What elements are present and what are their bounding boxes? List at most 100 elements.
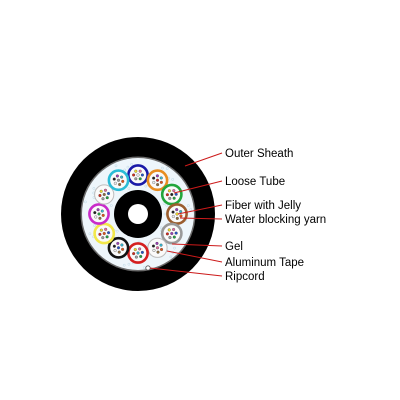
fiber xyxy=(139,254,143,258)
fiber xyxy=(175,212,179,216)
callout-leader-lines xyxy=(149,152,223,277)
fiber xyxy=(113,249,117,253)
fiber xyxy=(100,209,104,213)
gel-dot xyxy=(162,202,166,205)
fiber xyxy=(101,213,105,217)
label-outer-sheath: Outer Sheath xyxy=(225,148,293,160)
fiber xyxy=(155,174,159,178)
fiber xyxy=(174,231,178,235)
fiber xyxy=(171,210,175,214)
fiber xyxy=(170,231,174,235)
gel-dot xyxy=(123,168,127,172)
fiber xyxy=(140,173,144,177)
fiber xyxy=(155,178,159,182)
leader-line-fiber-with-jelly xyxy=(177,204,223,215)
loose-tube xyxy=(166,203,188,225)
fiber xyxy=(179,210,183,214)
fiber xyxy=(120,175,124,179)
cable-cross-section xyxy=(61,137,215,291)
fiber xyxy=(179,214,183,218)
fiber xyxy=(112,177,116,181)
fiber xyxy=(102,192,106,196)
loose-tube xyxy=(107,236,130,259)
fiber xyxy=(117,246,121,250)
gel-dot xyxy=(173,246,176,250)
fiber xyxy=(151,244,155,248)
loose-tube xyxy=(160,183,183,206)
gel-dot xyxy=(144,184,148,188)
fiber xyxy=(101,197,105,201)
fiber xyxy=(165,232,169,236)
fiber xyxy=(98,216,102,220)
fiber xyxy=(134,177,138,181)
fiber xyxy=(170,192,174,196)
gel-dot xyxy=(161,166,164,170)
gel-dot xyxy=(163,212,167,216)
fiber xyxy=(99,228,103,232)
gel-dot xyxy=(88,232,92,236)
fiber xyxy=(167,189,171,193)
loose-tube xyxy=(160,222,183,245)
label-ripcord: Ripcord xyxy=(225,271,265,283)
fiber xyxy=(101,236,105,240)
loose-tube xyxy=(127,242,149,264)
fiber xyxy=(104,227,108,231)
fiber xyxy=(152,248,156,252)
ripcord xyxy=(145,265,151,271)
fiber xyxy=(138,177,142,181)
fiber xyxy=(107,231,111,235)
loose-tube xyxy=(88,203,110,225)
central-member-hole xyxy=(128,204,148,224)
fiber xyxy=(134,169,138,173)
gel-dot xyxy=(127,262,131,266)
fiber xyxy=(167,228,171,232)
gel-dot xyxy=(171,178,175,181)
fiber xyxy=(140,250,144,254)
fiber xyxy=(117,178,121,182)
fiber xyxy=(155,246,159,250)
fiber xyxy=(120,243,124,247)
fiber xyxy=(112,244,116,248)
fiber xyxy=(116,241,120,245)
gel-dot xyxy=(186,204,190,207)
gel-dot xyxy=(92,187,96,190)
fiber xyxy=(159,180,163,184)
fiber xyxy=(136,251,140,255)
fiber xyxy=(121,247,125,251)
fiber xyxy=(118,182,122,186)
label-fiber-with-jelly: Fiber with Jelly xyxy=(225,200,301,212)
fiber xyxy=(160,248,164,252)
fiber xyxy=(93,211,97,215)
fiber xyxy=(172,196,176,200)
fiber xyxy=(174,192,178,196)
gel-dot xyxy=(93,224,96,227)
loose-tube xyxy=(146,169,169,192)
fiber xyxy=(113,181,117,185)
fiber xyxy=(172,189,176,193)
leader-line-ripcord xyxy=(149,267,223,277)
loose-tubes xyxy=(88,164,188,264)
fiber xyxy=(138,247,142,251)
fiber xyxy=(132,173,136,177)
gel-dot xyxy=(114,164,118,168)
fiber xyxy=(105,235,109,239)
leader-line-gel xyxy=(171,243,223,247)
fiber xyxy=(175,216,179,220)
fiber xyxy=(152,181,156,185)
fiber xyxy=(132,252,136,256)
fiber xyxy=(155,241,159,245)
fiber xyxy=(171,214,175,218)
leader-line-aluminum-tape xyxy=(166,250,223,263)
label-loose-tube: Loose Tube xyxy=(225,176,285,188)
fiber xyxy=(98,194,102,198)
fiber xyxy=(97,212,101,216)
fiber xyxy=(156,183,160,187)
fiber xyxy=(99,189,103,193)
fiber xyxy=(168,196,172,200)
loose-tube xyxy=(107,169,130,192)
leader-line-loose-tube xyxy=(173,180,223,194)
fiber xyxy=(98,232,102,236)
loose-tube xyxy=(94,184,115,205)
fiber xyxy=(105,196,109,200)
